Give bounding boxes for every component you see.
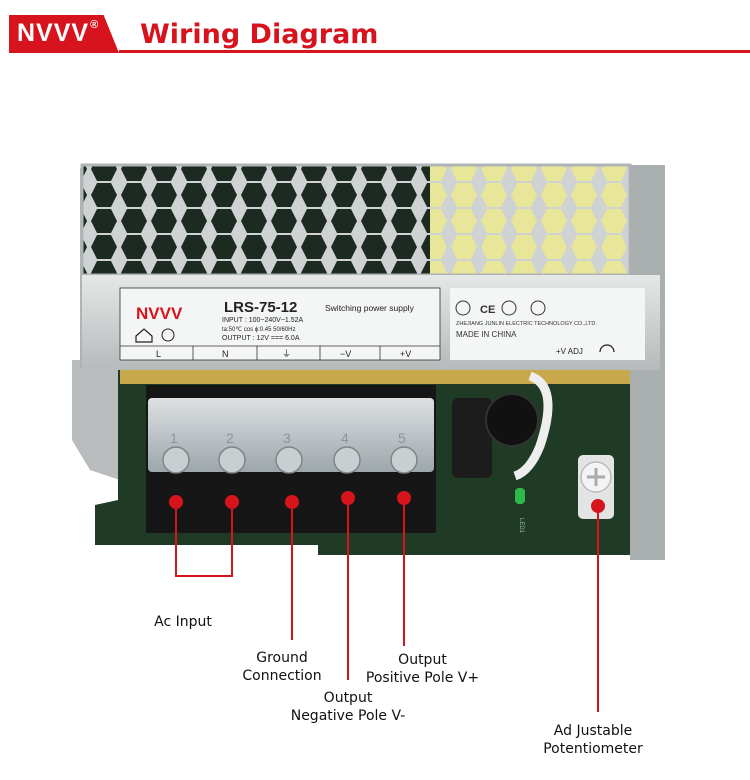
terminal-screw-3 <box>275 446 303 474</box>
callout-dot-l <box>169 495 183 509</box>
callout-negative-line1: Output <box>323 690 373 706</box>
callout-positive-pole: Output Positive Pole V+ <box>355 651 490 687</box>
terminal-number-4: 4 <box>341 430 349 446</box>
terminal-screw-5 <box>390 446 418 474</box>
terminal-number-2: 2 <box>226 430 234 446</box>
terminal-screw-2 <box>218 446 246 474</box>
terminal-screw-4 <box>333 446 361 474</box>
ccc-icon <box>455 300 471 316</box>
label-model: LRS-75-12 <box>224 299 297 316</box>
label-made-in: MADE IN CHINA <box>456 330 517 339</box>
callout-dot-neg <box>341 491 355 505</box>
spec-label: NVVV LRS-75-12 Switching power supply IN… <box>82 275 660 370</box>
callout-dot-pot <box>591 499 605 513</box>
callout-ac-input: Ac Input <box>154 614 212 630</box>
callout-positive-line2: Positive Pole V+ <box>365 670 480 686</box>
terminal-number-5: 5 <box>398 430 406 446</box>
adj-label: +V ADJ <box>556 347 583 356</box>
callout-dot-pos <box>397 491 411 505</box>
adjust-arrow-icon <box>599 344 615 353</box>
label-brand: NVVV <box>136 304 183 323</box>
vent-cover <box>80 163 632 277</box>
terminal-number-1: 1 <box>170 430 178 446</box>
page-title: Wiring Diagram <box>140 19 379 50</box>
brand-badge <box>9 15 119 53</box>
terminal-label-neg: −V <box>340 349 351 359</box>
label-input: INPUT : 100~240V~1.52A <box>222 317 304 324</box>
callout-negative-line2: Negative Pole V- <box>290 708 406 724</box>
terminal-label-pos: +V <box>400 349 411 359</box>
callout-pot-line2: Potentiometer <box>543 741 643 757</box>
led-indicator <box>515 488 525 504</box>
header-divider <box>119 50 750 53</box>
callout-negative-pole: Output Negative Pole V- <box>268 689 428 725</box>
led-label: LED1 <box>518 518 524 534</box>
terminal-screw-1 <box>162 446 190 474</box>
callout-dot-ground <box>285 495 299 509</box>
callout-positive-line1: Output <box>398 652 447 668</box>
callout-ground: Ground Connection <box>222 649 342 685</box>
ce-mark-icon: CE <box>480 304 495 316</box>
callout-pot-line1: Ad Justable <box>553 723 633 739</box>
label-type: Switching power supply <box>325 303 415 313</box>
callout-lines <box>175 498 599 712</box>
callout-potentiometer: Ad Justable Potentiometer <box>528 722 658 758</box>
certification-icon <box>161 328 175 342</box>
label-output: OUTPUT : 12V === 6.0A <box>222 335 300 342</box>
cert-badge-icon <box>530 300 546 316</box>
callout-ground-line2: Connection <box>242 668 322 684</box>
terminal-label-n: N <box>222 349 229 359</box>
rohs-icon <box>501 300 517 316</box>
terminal-label-l: L <box>156 349 161 359</box>
home-icon <box>135 328 153 343</box>
callout-dot-n <box>225 495 239 509</box>
terminal-cover <box>148 398 434 472</box>
terminal-number-3: 3 <box>283 430 291 446</box>
brand-logo: NVVV® <box>17 19 100 47</box>
label-ambient: ta:50℃ cos ϕ:0.45 50/60Hz <box>222 327 295 333</box>
label-manufacturer: ZHEJIANG JUNLIN ELECTRIC TECHNOLOGY CO.,… <box>456 321 597 327</box>
terminal-label-ground: ⏚ <box>282 349 291 360</box>
header-banner: NVVV® Wiring Diagram <box>0 0 750 60</box>
callout-ground-line1: Ground <box>256 650 308 666</box>
